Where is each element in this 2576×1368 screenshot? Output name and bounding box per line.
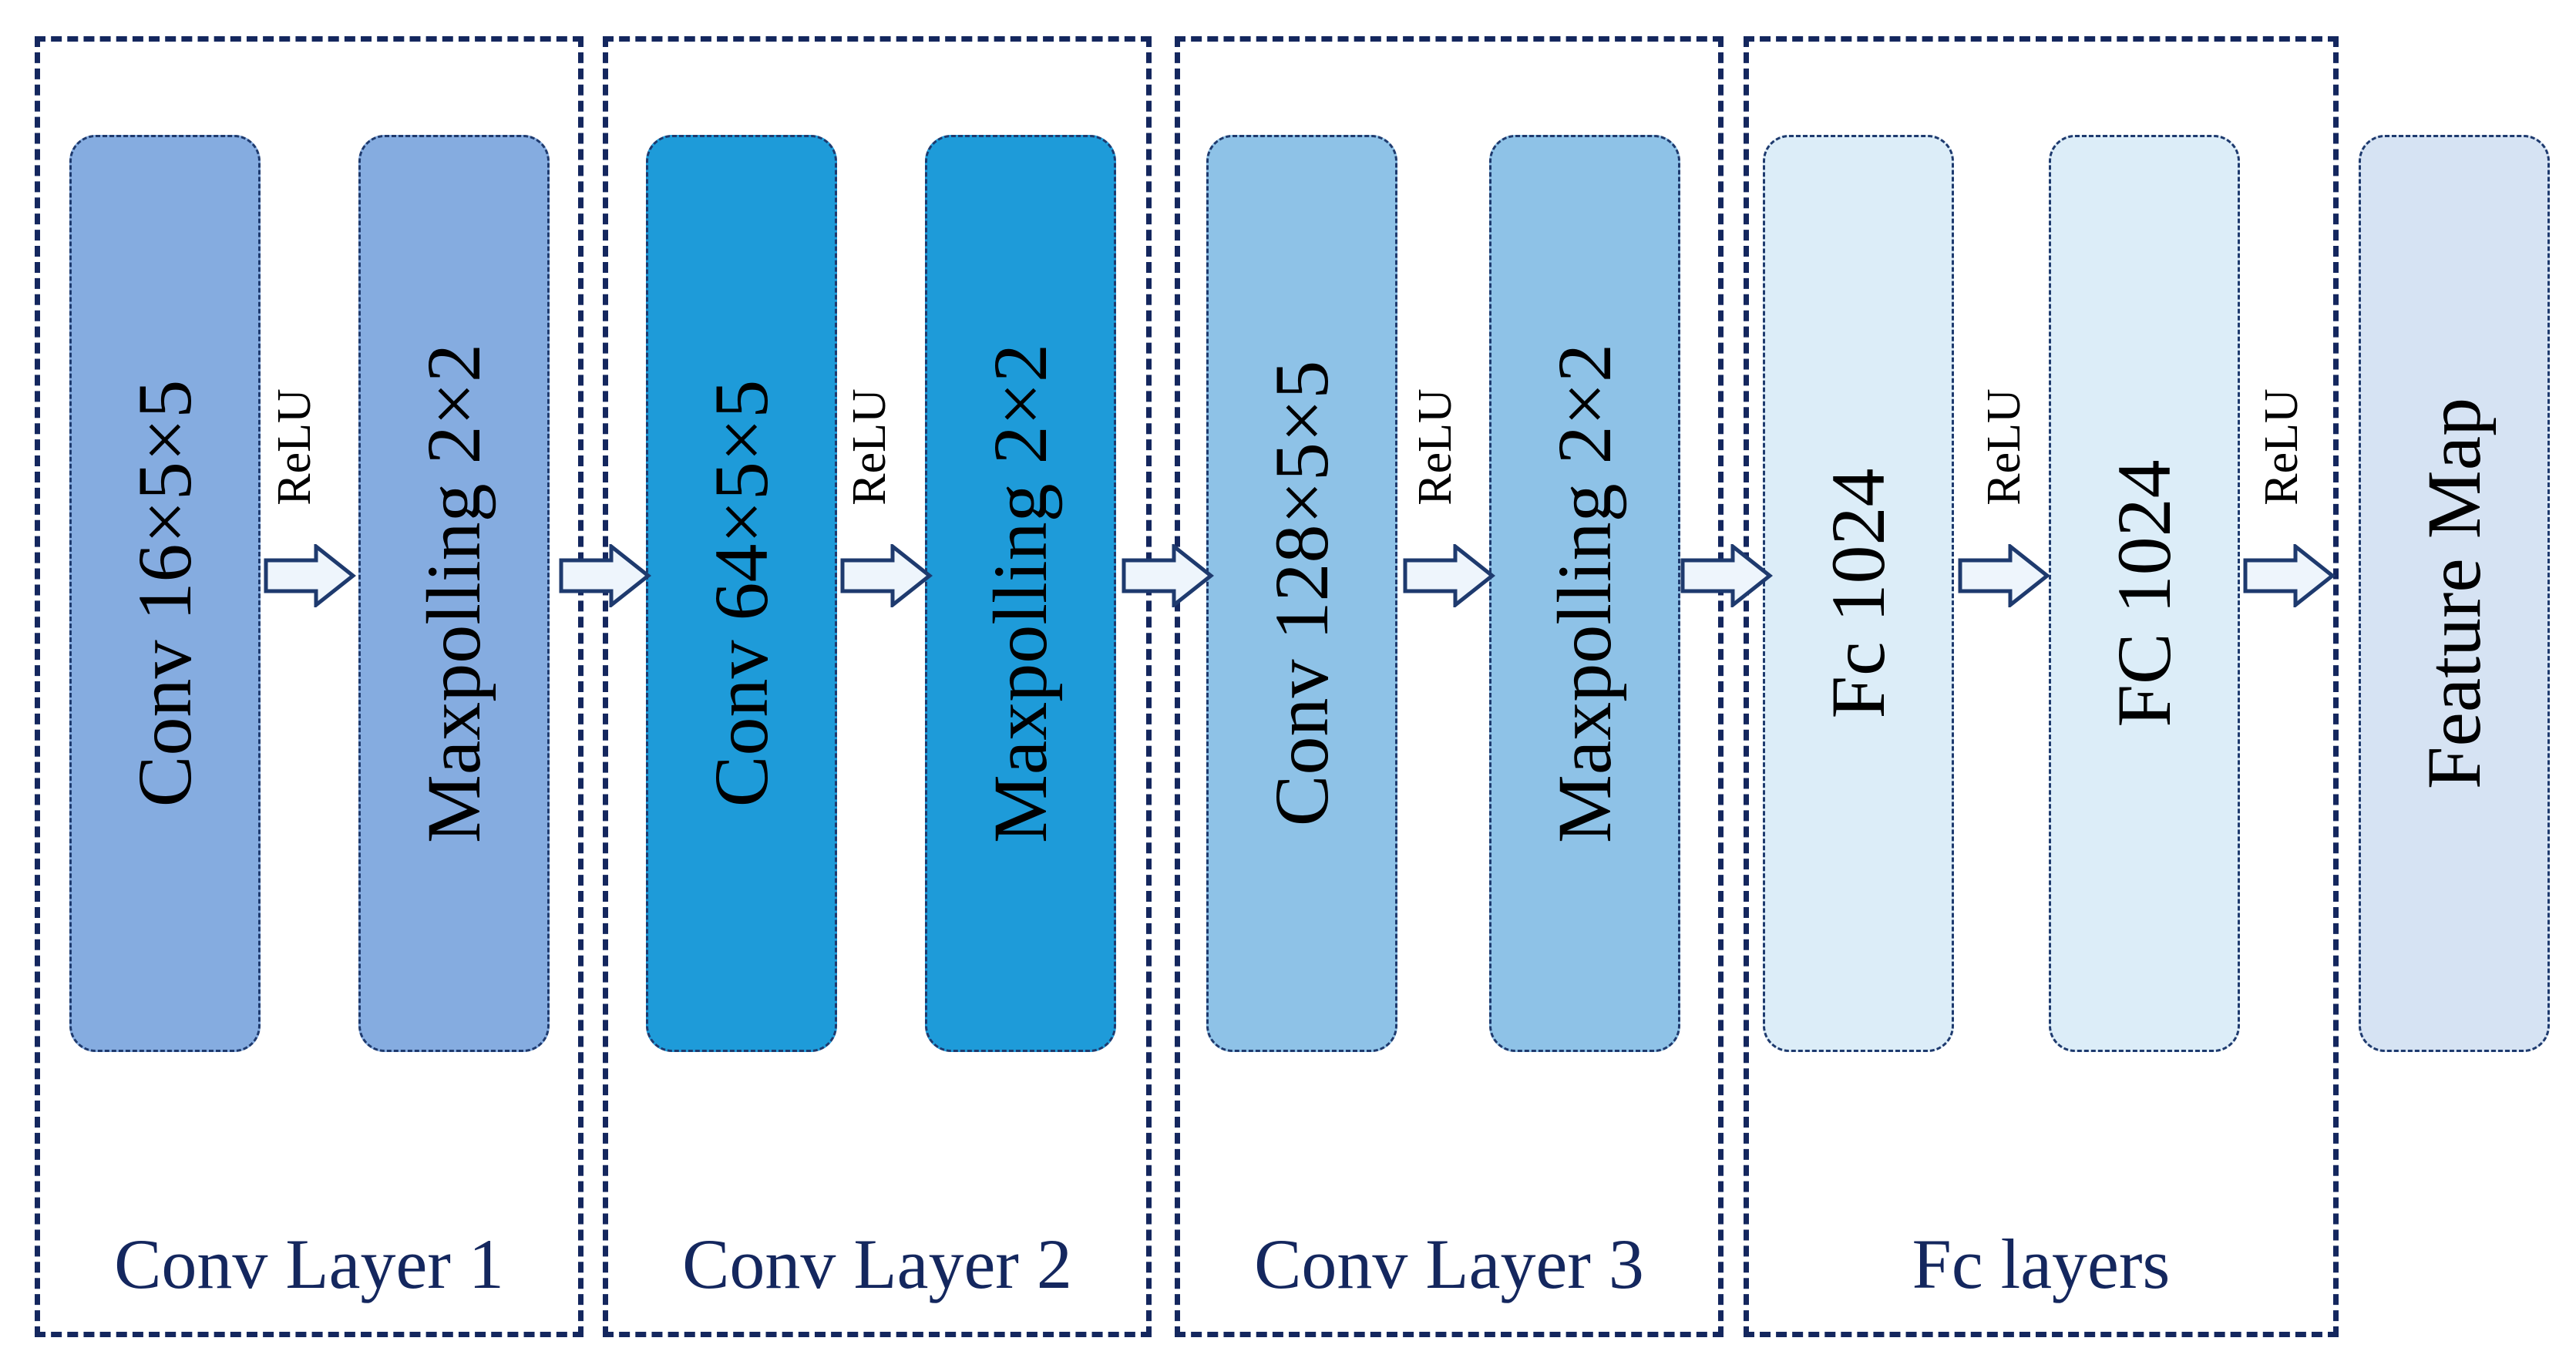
arrow-right-icon <box>1680 544 1773 607</box>
block-label: Feature Map <box>2411 397 2497 790</box>
relu-label: ReLU <box>268 388 321 506</box>
block-fc-1024-a: Fc 1024 <box>1763 135 1954 1052</box>
group-conv-layer-3: Conv Layer 3 <box>1175 36 1723 1337</box>
block-maxpool-2: Maxpolling 2×2 <box>925 135 1116 1052</box>
group-label: Conv Layer 1 <box>114 1225 504 1303</box>
arrow-right-icon <box>1958 544 2050 607</box>
arrow-right-icon <box>559 544 651 607</box>
block-label: Maxpolling 2×2 <box>977 343 1063 844</box>
group-label: Fc layers <box>1912 1225 2171 1303</box>
block-label: Conv 128×5×5 <box>1259 360 1344 827</box>
block-conv-128: Conv 128×5×5 <box>1206 135 1397 1052</box>
group-label: Conv Layer 2 <box>682 1225 1072 1303</box>
relu-label: ReLU <box>2255 388 2308 506</box>
block-conv-64: Conv 64×5×5 <box>646 135 837 1052</box>
block-label: FC 1024 <box>2101 459 2187 728</box>
arrow-right-icon <box>264 544 356 607</box>
block-label: Conv 16×5×5 <box>122 379 207 808</box>
arrow-right-icon <box>1122 544 1214 607</box>
group-fc-layers: Fc layers <box>1744 36 2339 1337</box>
arrow-right-icon <box>1403 544 1495 607</box>
group-conv-layer-2: Conv Layer 2 <box>603 36 1152 1337</box>
block-label: Maxpolling 2×2 <box>1542 343 1627 844</box>
block-maxpool-3: Maxpolling 2×2 <box>1489 135 1680 1052</box>
block-label: Conv 64×5×5 <box>698 379 784 808</box>
block-maxpool-1: Maxpolling 2×2 <box>358 135 550 1052</box>
group-conv-layer-1: Conv Layer 1 <box>35 36 583 1337</box>
arrow-right-icon <box>2243 544 2336 607</box>
group-label: Conv Layer 3 <box>1254 1225 1644 1303</box>
block-conv-16: Conv 16×5×5 <box>69 135 261 1052</box>
relu-label: ReLU <box>1409 388 1461 506</box>
block-label: Maxpolling 2×2 <box>411 343 496 844</box>
relu-label: ReLU <box>843 388 896 506</box>
block-feature-map: Feature Map <box>2359 135 2550 1052</box>
arrow-right-icon <box>840 544 933 607</box>
block-fc-1024-b: FC 1024 <box>2049 135 2240 1052</box>
block-label: Fc 1024 <box>1815 468 1901 719</box>
relu-label: ReLU <box>1978 388 2030 506</box>
